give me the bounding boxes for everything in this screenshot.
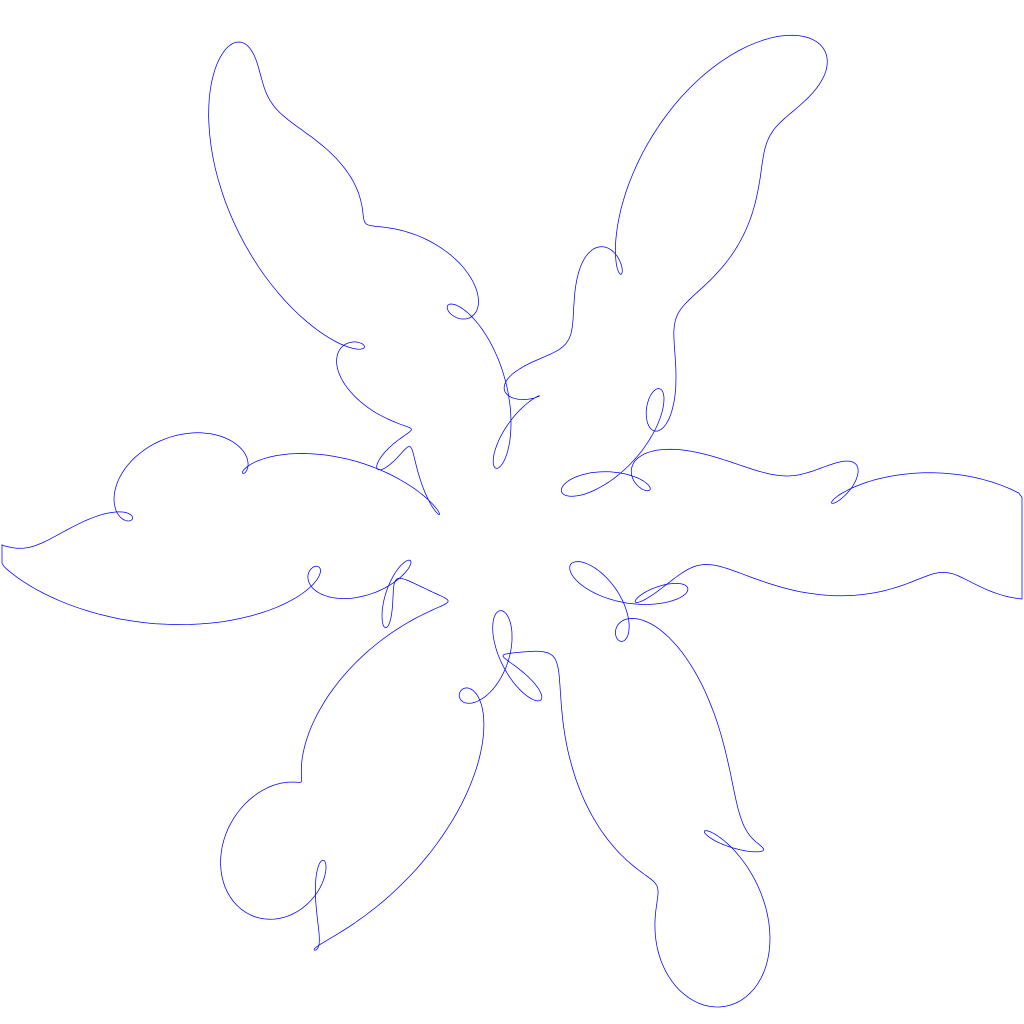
spirograph-curve <box>1 34 1023 1008</box>
